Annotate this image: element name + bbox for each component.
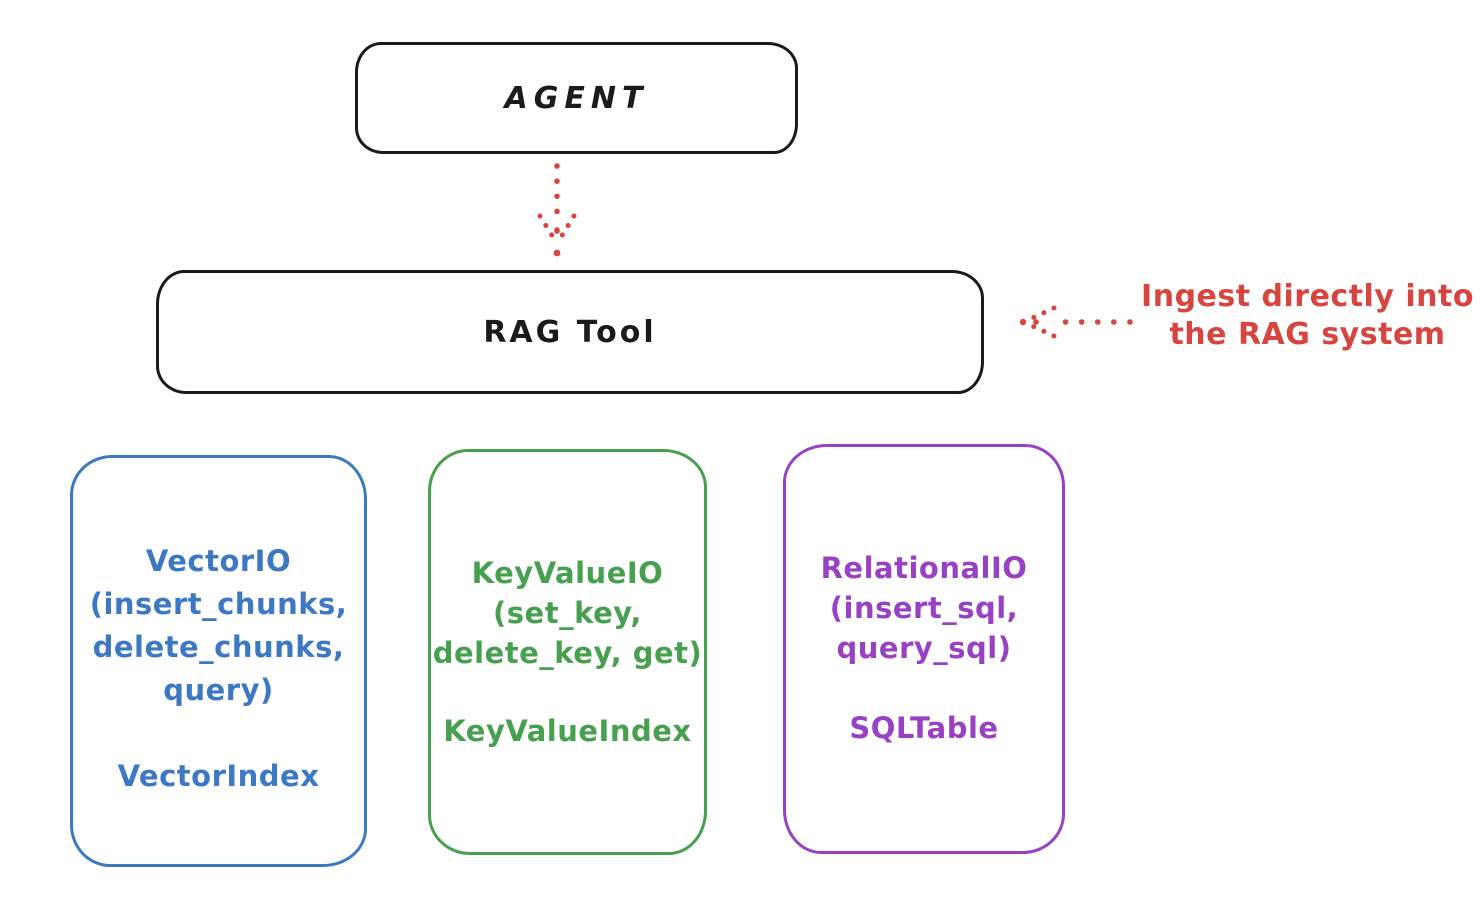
vector-io-label: VectorIO (insert_chunks, delete_chunks, … xyxy=(89,544,348,707)
dotted-arrow-left-icon xyxy=(1019,305,1133,339)
vector-index-label: VectorIndex xyxy=(117,759,320,793)
relational-io-label: RelationalIO (insert_sql, query_sql) xyxy=(820,551,1028,665)
vector-io-node: VectorIO (insert_chunks, delete_chunks, … xyxy=(70,455,367,867)
rag-tool-label: RAG Tool xyxy=(483,314,657,350)
sql-table-label: SQLTable xyxy=(849,711,999,745)
agent-node: AGENT xyxy=(355,42,798,154)
keyvalue-io-label: KeyValueIO (set_key, delete_key, get) xyxy=(432,556,703,670)
relational-io-node: RelationalIO (insert_sql, query_sql) SQL… xyxy=(783,444,1065,854)
rag-tool-node: RAG Tool xyxy=(156,270,984,394)
agent-label: AGENT xyxy=(504,80,649,116)
keyvalue-io-node: KeyValueIO (set_key, delete_key, get) Ke… xyxy=(428,449,707,855)
keyvalue-index-label: KeyValueIndex xyxy=(443,714,692,748)
ingest-annotation: Ingest directly into the RAG system xyxy=(1141,279,1474,352)
dotted-arrow-down-icon xyxy=(537,163,577,257)
